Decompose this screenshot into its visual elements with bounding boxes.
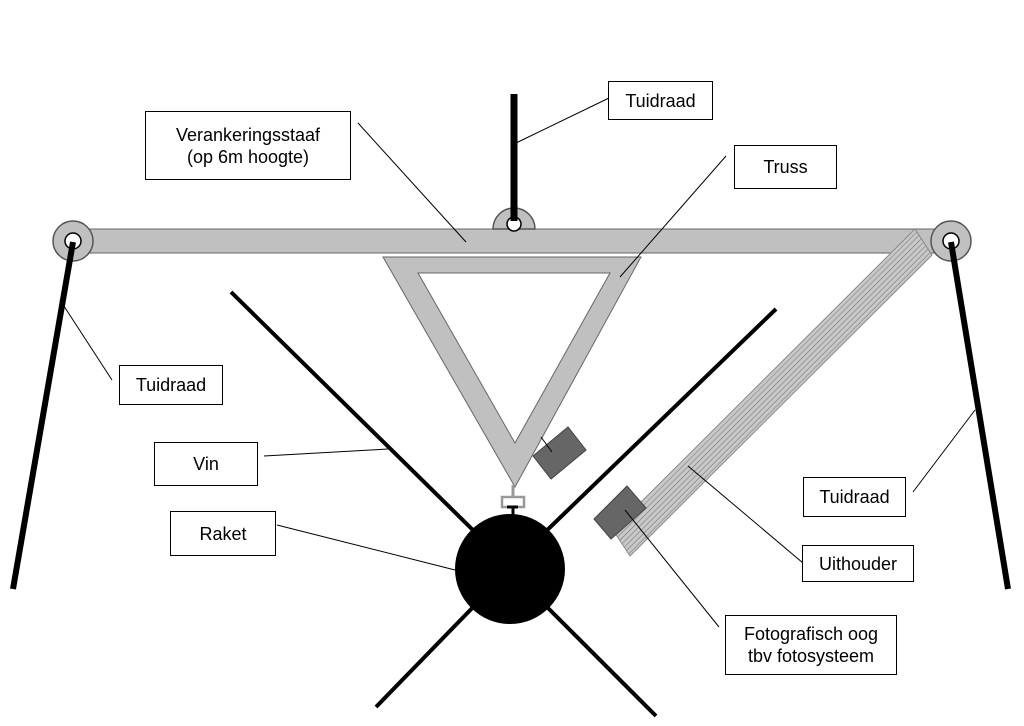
leader-verankeringsstaaf: [357, 122, 467, 243]
fin-lower-left: [374, 598, 482, 709]
leader-truss-eye: [540, 436, 553, 453]
label-verankeringsstaaf: Verankeringsstaaf (op 6m hoogte): [145, 111, 351, 180]
label-uithouder: Uithouder: [802, 545, 914, 582]
leader-truss: [619, 155, 727, 278]
boom-arm: [612, 228, 933, 557]
label-tuidraad-left: Tuidraad: [119, 365, 223, 405]
photo-eye-box-truss: [532, 426, 587, 480]
leader-tuidraad-left: [59, 299, 113, 381]
label-tuidraad-right: Tuidraad: [803, 477, 906, 517]
label-fotografisch-oog: Fotografisch oog tbv fotosysteem: [725, 615, 897, 675]
truss: [382, 256, 642, 489]
guy-wire-left: [10, 241, 76, 590]
leader-tuidraad-right: [912, 409, 976, 493]
leader-fotografisch-oog: [624, 509, 720, 628]
photo-eyes: [532, 426, 647, 540]
guy-wires: [10, 94, 1011, 590]
fin-upper-right: [538, 307, 778, 539]
leader-lines: [59, 97, 976, 628]
guy-wire-right: [948, 241, 1011, 590]
label-vin: Vin: [154, 442, 258, 486]
label-truss: Truss: [734, 145, 837, 189]
anchor-bar: [72, 228, 951, 254]
rocket-hook: [500, 485, 526, 515]
leader-vin: [263, 448, 389, 457]
fin-upper-left: [229, 290, 482, 539]
fins: [229, 290, 778, 718]
leader-raket: [276, 524, 456, 571]
label-raket: Raket: [170, 511, 276, 556]
rocket-body: [455, 514, 565, 624]
photo-eye-box-boom: [593, 485, 647, 540]
label-tuidraad-top: Tuidraad: [608, 81, 713, 120]
fin-lower-right: [538, 598, 658, 718]
leader-tuidraad-top: [515, 97, 610, 144]
leader-uithouder: [687, 465, 804, 564]
eyelets: [52, 207, 972, 262]
